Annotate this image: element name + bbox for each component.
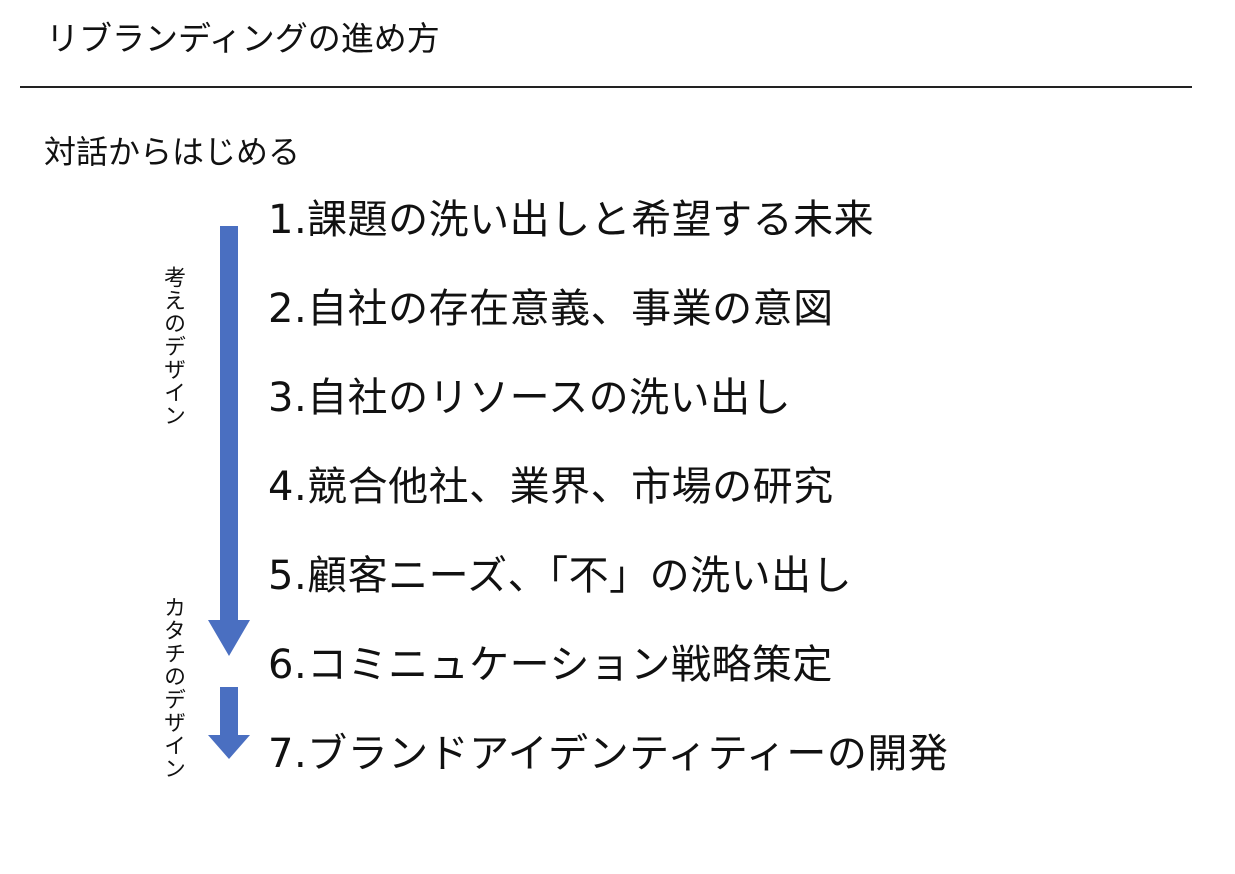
step-item-5: 5.顧客ニーズ、「不」の洗い出し bbox=[268, 553, 853, 599]
step-item-7: 7.ブランドアイデンティティーの開発 bbox=[268, 731, 949, 777]
form-phase-arrow-shape bbox=[208, 687, 250, 759]
form-phase-label: カタチのデザイン bbox=[160, 596, 185, 780]
slide-title: リブランディングの進め方 bbox=[46, 19, 440, 58]
title-divider bbox=[20, 86, 1192, 88]
thinking-phase-arrow-shape bbox=[208, 226, 250, 656]
step-item-3: 3.自社のリソースの洗い出し bbox=[268, 375, 792, 421]
step-list: 1.課題の洗い出しと希望する未来 2.自社の存在意義、事業の意図 3.自社のリソ… bbox=[268, 190, 948, 813]
form-phase-arrow bbox=[208, 687, 250, 759]
step-item-4: 4.競合他社、業界、市場の研究 bbox=[268, 464, 834, 510]
thinking-phase-arrow bbox=[208, 226, 250, 656]
slide-subtitle: 対話からはじめる bbox=[44, 133, 301, 171]
thinking-phase-label: 考えのデザイン bbox=[160, 266, 185, 427]
step-item-2: 2.自社の存在意義、事業の意図 bbox=[268, 286, 834, 332]
step-item-6: 6.コミニュケーション戦略策定 bbox=[268, 642, 833, 688]
step-item-1: 1.課題の洗い出しと希望する未来 bbox=[268, 197, 875, 243]
